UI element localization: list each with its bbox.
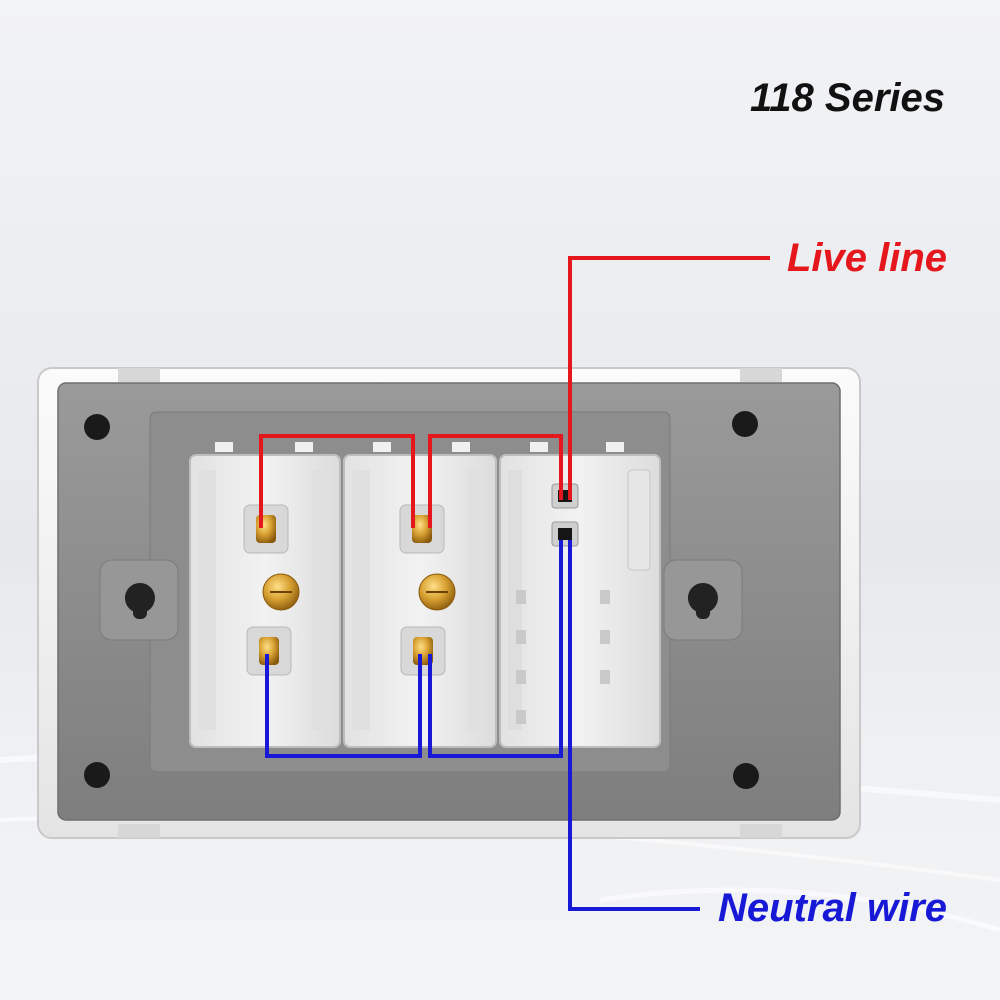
neutral-wire-bridge-2 <box>428 540 563 758</box>
keyhole-slot-left <box>99 559 179 641</box>
frame-notch <box>118 368 160 382</box>
live-wires <box>259 256 770 528</box>
neutral-wire-bridge-1 <box>265 654 422 758</box>
switch-module <box>499 454 661 748</box>
live-line-label: Live line <box>786 236 947 280</box>
frame-notch <box>118 824 160 838</box>
live-wire-bridge-1 <box>259 434 415 528</box>
mounting-hole <box>84 414 110 440</box>
series-title: 118 Series <box>750 76 945 120</box>
top-tabs <box>215 442 624 452</box>
mounting-hole <box>733 763 759 789</box>
live-wire-bridge-2 <box>428 434 563 528</box>
neutral-wire-feed <box>568 540 700 911</box>
neutral-wire-label: Neutral wire <box>718 886 947 930</box>
frame-notch <box>740 824 782 838</box>
neutral-wires <box>265 540 700 911</box>
frame-notch <box>740 368 782 382</box>
keyhole-slot-right <box>663 559 743 641</box>
mounting-hole <box>84 762 110 788</box>
live-wire-feed <box>568 256 770 500</box>
socket-module-2 <box>343 454 497 748</box>
mounting-hole <box>732 411 758 437</box>
